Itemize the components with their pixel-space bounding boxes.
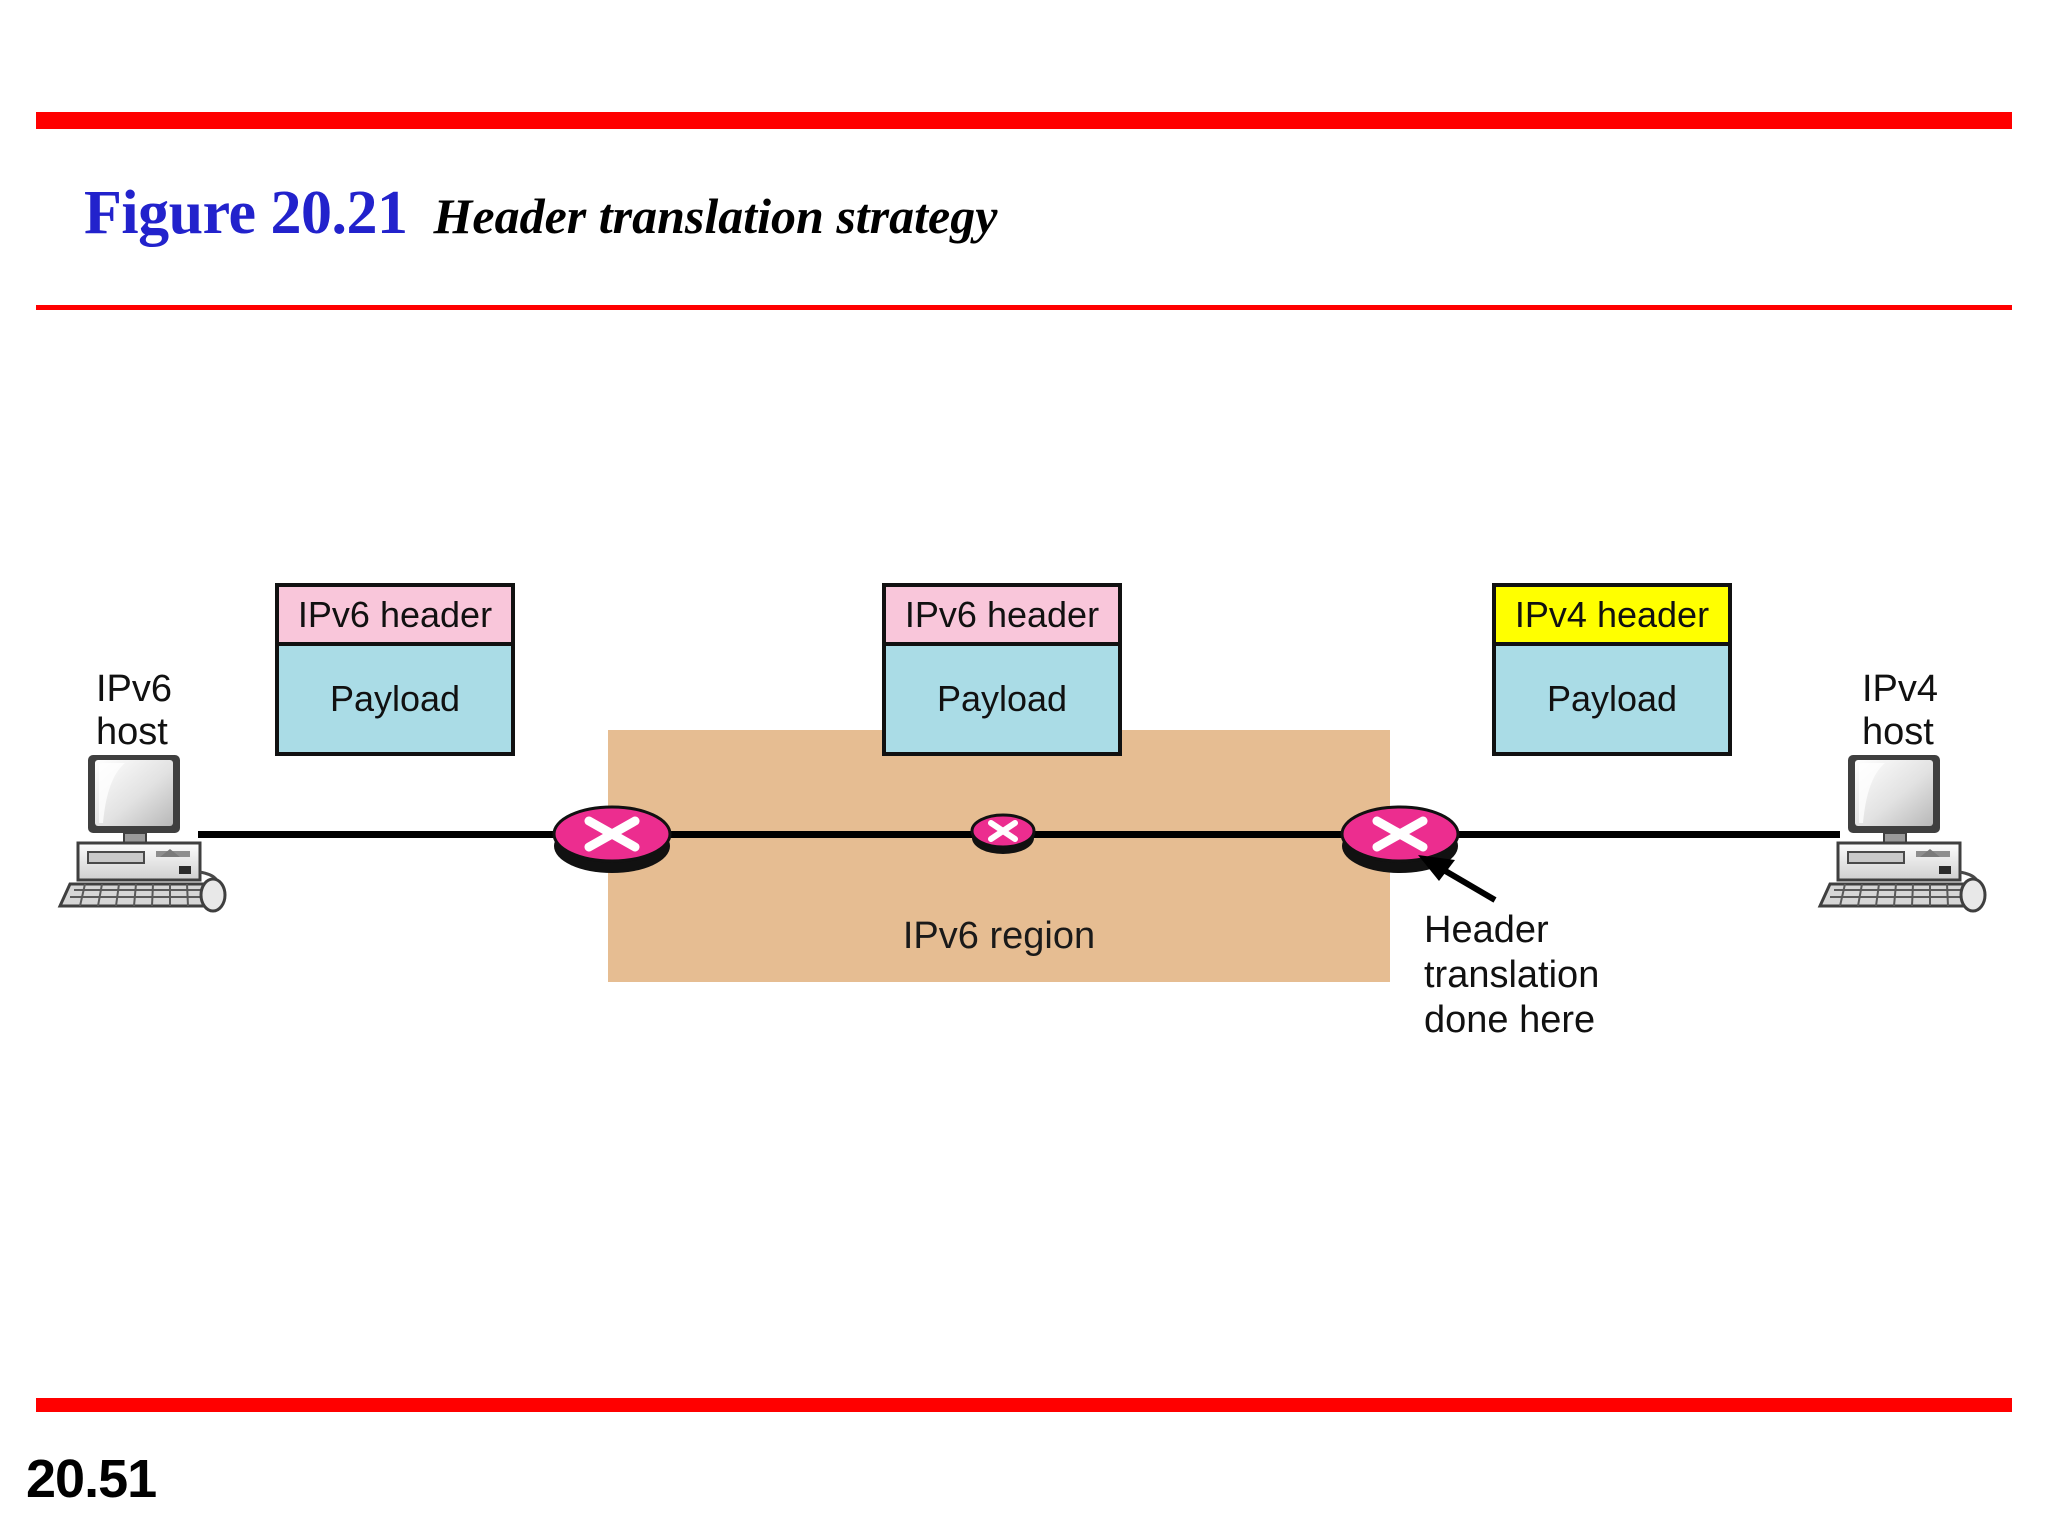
packet-right: IPv4 header Payload (1492, 583, 1732, 756)
link-segment-right (1420, 831, 1840, 838)
page-number: 20.51 (26, 1449, 157, 1509)
link-segment-middle-a (640, 831, 990, 838)
figure-caption: Header translation strategy (433, 188, 998, 244)
link-segment-middle-b (1020, 831, 1380, 838)
ipv6-host-label-line1: IPv6 (96, 668, 173, 710)
header-translation-annotation: Header translation done here (1424, 909, 1600, 1041)
packet-right-header-label: IPv4 header (1496, 587, 1728, 646)
packet-middle-header-label: IPv6 header (886, 587, 1118, 646)
packet-left-payload-label: Payload (279, 646, 511, 752)
page-title: Figure 20.21 Header translation strategy (84, 182, 997, 244)
figure-number: Figure 20.21 (84, 179, 408, 247)
title-underline-rule (36, 305, 2012, 310)
bottom-accent-rule (36, 1398, 2012, 1412)
ipv6-host-label: IPv6 host (96, 668, 172, 753)
ipv4-host-computer-icon (1817, 755, 1987, 913)
ipv4-host-label: IPv4 host (1862, 668, 1938, 753)
packet-right-payload-label: Payload (1496, 646, 1728, 752)
ipv6-region-box (608, 730, 1390, 982)
packet-left: IPv6 header Payload (275, 583, 515, 756)
annotation-arrow-icon (1418, 855, 1497, 903)
ipv4-host-label-line1: IPv4 (1862, 668, 1939, 710)
packet-middle-payload-label: Payload (886, 646, 1118, 752)
packet-middle: IPv6 header Payload (882, 583, 1122, 756)
packet-left-header-label: IPv6 header (279, 587, 511, 646)
ipv6-host-label-line2: host (96, 710, 168, 753)
ipv4-host-label-line2: host (1862, 710, 1934, 753)
ipv6-region-label: IPv6 region (902, 915, 1096, 957)
top-accent-rule (36, 112, 2012, 129)
link-segment-left (198, 831, 618, 838)
